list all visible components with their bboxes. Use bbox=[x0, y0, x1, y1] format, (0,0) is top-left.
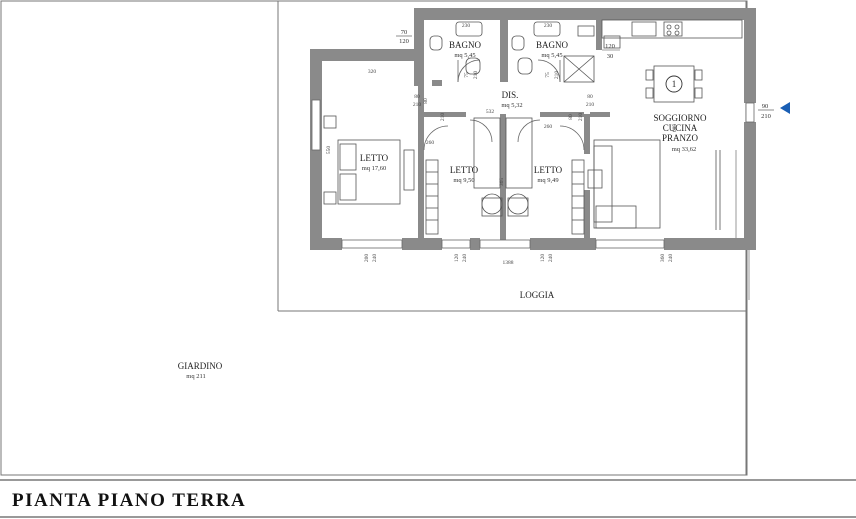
page-title: PIANTA PIANO TERRA bbox=[12, 490, 246, 511]
dim-532: 532 bbox=[486, 109, 495, 115]
dim-90: 90 bbox=[762, 103, 769, 110]
shower-tray bbox=[563, 55, 595, 83]
sink-left bbox=[455, 21, 483, 37]
dim-75-left: 75 bbox=[464, 72, 470, 78]
giardino-area: mq 211 bbox=[186, 373, 205, 380]
small-bedroom-furniture bbox=[473, 117, 603, 235]
dim-70: 70 bbox=[401, 29, 408, 36]
soggiorno-label: SOGGIORNO bbox=[653, 113, 707, 123]
bagno-left-area: mq 5,45 bbox=[454, 52, 475, 59]
dim-210-left: 210 bbox=[473, 71, 479, 80]
sink-right bbox=[533, 21, 561, 37]
letto-right-area: mq 9,49 bbox=[537, 177, 558, 184]
dim-360: 360 bbox=[660, 254, 666, 263]
letto-right-label: LETTO bbox=[534, 165, 563, 175]
dim-120-top: 120 bbox=[399, 38, 409, 45]
dim-240-c: 240 bbox=[548, 254, 554, 263]
dim-260-a: 260 bbox=[426, 140, 435, 146]
letto-main-label: LETTO bbox=[360, 153, 389, 163]
main-bedroom-furniture bbox=[323, 115, 439, 235]
exterior-walls bbox=[310, 8, 756, 250]
letto-mid-label: LETTO bbox=[450, 165, 479, 175]
dim-230-right: 230 bbox=[544, 23, 553, 29]
dim-75-right: 75 bbox=[545, 72, 551, 78]
toilet-left bbox=[429, 35, 443, 51]
dim-80-a: 80 bbox=[414, 94, 420, 100]
living-furniture bbox=[593, 139, 721, 230]
dim-200: 200 bbox=[364, 254, 370, 263]
bagno-right-area: mq 5,45 bbox=[541, 52, 562, 59]
dim-210-f: 210 bbox=[578, 113, 584, 122]
dim-240-a: 240 bbox=[372, 254, 378, 263]
bidet-left bbox=[465, 57, 481, 75]
loggia-label: LOGGIA bbox=[520, 290, 555, 300]
interior-walls bbox=[418, 20, 610, 240]
soggiorno-area: mq 33,62 bbox=[672, 146, 697, 153]
pranzo-label: PRANZO bbox=[662, 133, 699, 143]
cucina-label: CUCINA bbox=[663, 123, 698, 133]
dim-120-d: 120 bbox=[540, 254, 546, 263]
dim-550: 550 bbox=[326, 146, 332, 155]
dim-240-d: 240 bbox=[668, 254, 674, 263]
door-swings bbox=[423, 59, 585, 151]
unit-marker-number: 1 bbox=[672, 79, 677, 89]
dis-label: DIS. bbox=[502, 90, 519, 100]
toilet-right bbox=[511, 35, 525, 51]
bidet-right bbox=[517, 57, 533, 75]
dim-30-kitchen: 30 bbox=[607, 53, 614, 60]
unit-marker-circle bbox=[665, 75, 683, 93]
dim-120-kitchen: 120 bbox=[605, 43, 615, 50]
dim-1388: 1388 bbox=[503, 260, 514, 266]
dim-80-c: 80 bbox=[587, 94, 593, 100]
dim-320: 320 bbox=[368, 69, 377, 75]
dim-685: 685 bbox=[672, 124, 678, 133]
windows bbox=[311, 99, 755, 249]
dim-210-g: 210 bbox=[761, 113, 771, 120]
dim-210-e: 210 bbox=[586, 102, 595, 108]
dim-365: 365 bbox=[499, 178, 505, 187]
bagno-right-label: BAGNO bbox=[536, 40, 569, 50]
dimension-labels: 70 120 230 230 75 210 75 210 120 30 320 … bbox=[326, 23, 774, 266]
bagno-left-label: BAGNO bbox=[449, 40, 482, 50]
entrance-arrow-icon bbox=[780, 102, 790, 114]
bathroom-fixtures bbox=[429, 21, 595, 83]
dis-area: mq 5,32 bbox=[501, 102, 522, 109]
kitchen-counter bbox=[601, 19, 743, 49]
dim-80-d: 80 bbox=[568, 114, 574, 120]
dim-210-d: 210 bbox=[440, 113, 446, 122]
dim-120-c: 120 bbox=[454, 254, 460, 263]
dim-240-b: 240 bbox=[462, 254, 468, 263]
dim-210-right: 210 bbox=[554, 71, 560, 80]
letto-main-area: mq 17,60 bbox=[362, 165, 387, 172]
dim-230-left: 230 bbox=[462, 23, 471, 29]
dim-260-b: 260 bbox=[544, 124, 553, 130]
dim-80-b: 80 bbox=[423, 98, 429, 104]
giardino-label: GIARDINO bbox=[178, 361, 223, 371]
letto-mid-area: mq 9,50 bbox=[453, 177, 474, 184]
dining-table bbox=[645, 65, 703, 103]
dim-210-c: 210 bbox=[413, 102, 422, 108]
